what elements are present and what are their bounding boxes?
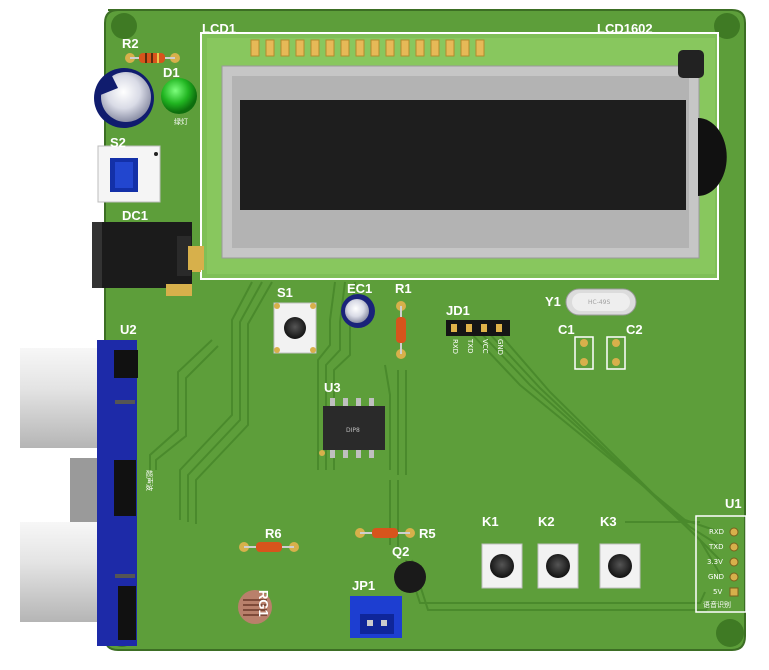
- label-r5: R5: [419, 526, 436, 541]
- lcd-header-pins: [250, 39, 485, 57]
- capacitor-ec1: [341, 294, 375, 328]
- ic-u3: [319, 398, 385, 458]
- capacitor-c2: [606, 336, 626, 370]
- voice-module-u1: [695, 515, 747, 613]
- buzzer: [698, 118, 727, 196]
- label-c2: C2: [626, 322, 643, 337]
- label-k3: K3: [600, 514, 617, 529]
- mount-hole-tl: [111, 13, 137, 39]
- label-r6: R6: [265, 526, 282, 541]
- label-s1: S1: [277, 285, 293, 300]
- label-u1: U1: [725, 496, 742, 511]
- switch-s2: [97, 145, 161, 203]
- label-k2: K2: [538, 514, 555, 529]
- ultrasonic-u2: [20, 340, 138, 646]
- dc-jack-dc1: [92, 222, 204, 296]
- capacitor-ec2: [94, 68, 154, 128]
- button-s1: [273, 302, 317, 354]
- label-q2: Q2: [392, 544, 410, 559]
- label-dc1: DC1: [122, 208, 149, 223]
- resistor-r2: [125, 53, 180, 63]
- label-s2: S2: [110, 135, 126, 150]
- header-jd1: [446, 320, 510, 336]
- label-u3-part: DIP8: [346, 427, 360, 434]
- label-jd1: JD1: [446, 303, 470, 318]
- label-y1-part: HC-49S: [588, 299, 611, 306]
- label-d1: D1: [163, 65, 180, 80]
- label-rg1: RG1: [256, 590, 271, 617]
- mount-hole-br: [716, 619, 744, 647]
- contrast-pot: [678, 50, 704, 78]
- label-lcd1602: LCD1602: [597, 21, 653, 36]
- label-d1-sub: 绿灯: [174, 118, 188, 126]
- label-r2: R2: [122, 36, 139, 51]
- label-r1: R1: [395, 281, 412, 296]
- jumper-jp1: [350, 596, 402, 638]
- label-u2: U2: [120, 322, 137, 337]
- label-ec1: EC1: [347, 281, 373, 296]
- label-u1-sub: 语音识别: [703, 601, 731, 609]
- jd1-pin-label: RXD: [451, 339, 459, 355]
- photoresistor-rg1: [238, 590, 272, 624]
- label-u3: U3: [324, 380, 341, 395]
- label-k1: K1: [482, 514, 499, 529]
- lcd1602-module: [187, 32, 727, 280]
- capacitor-c1: [574, 336, 594, 370]
- jd1-pin-label: GND: [496, 339, 504, 356]
- mount-hole-tr: [714, 13, 740, 39]
- label-c1: C1: [558, 322, 575, 337]
- u1-pin-label: GND: [708, 573, 725, 581]
- button-k2: [537, 543, 579, 589]
- u1-pin-label: 3.3V: [707, 558, 723, 566]
- button-k1: [481, 543, 523, 589]
- button-k3: [599, 543, 641, 589]
- jd1-pin-label: TXD: [466, 339, 474, 354]
- label-jp1: JP1: [352, 578, 376, 593]
- label-lcd1: LCD1: [202, 21, 236, 36]
- u1-pin-label: RXD: [709, 528, 725, 536]
- transistor-q2: [394, 561, 426, 593]
- jd1-pin-label: VCC: [481, 339, 489, 354]
- resistor-r1: [396, 301, 406, 359]
- resistor-r5: [355, 528, 415, 538]
- label-u2-sub: 超声波: [145, 470, 153, 491]
- crystal-y1: [565, 288, 637, 316]
- u1-pin-label: 5V: [713, 588, 723, 596]
- resistor-r6: [239, 542, 299, 552]
- led-d1: [161, 78, 197, 114]
- label-y1: Y1: [545, 294, 561, 309]
- u1-pin-label: TXD: [709, 543, 724, 551]
